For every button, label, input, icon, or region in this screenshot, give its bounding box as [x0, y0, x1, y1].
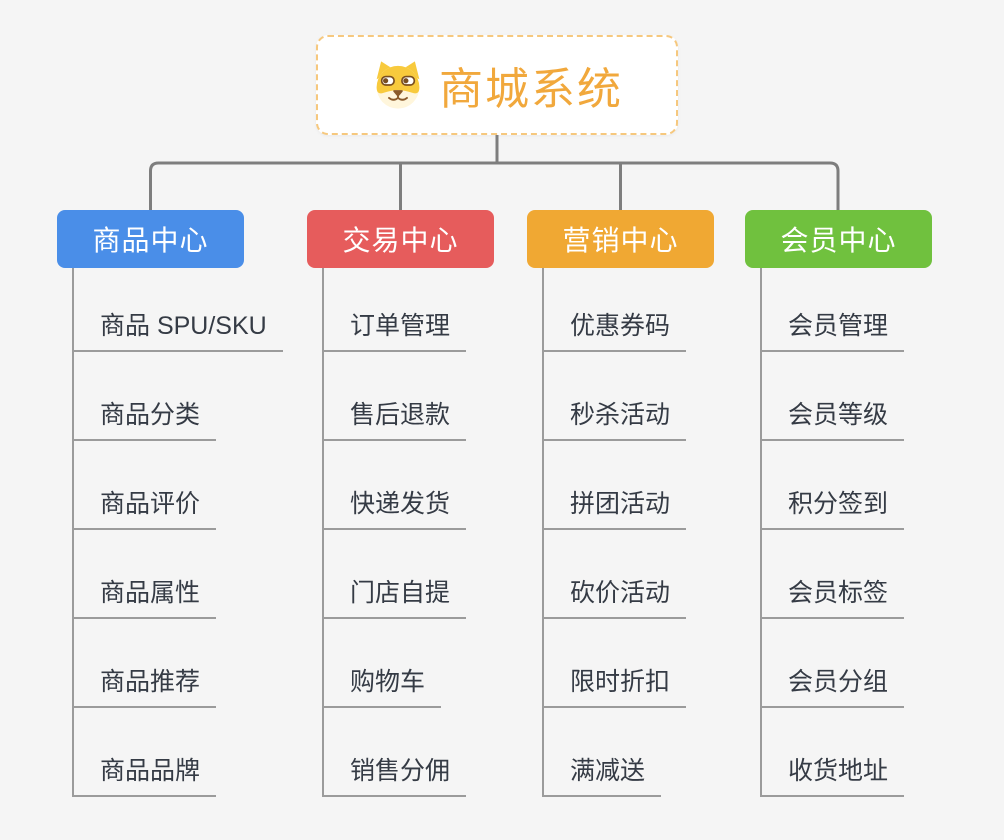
topic-item[interactable]: 订单管理 [324, 268, 467, 352]
topic-item-label: 限时折扣 [544, 662, 687, 708]
topic-item-label: 满减送 [544, 751, 662, 797]
topic-item-label: 商品评价 [74, 484, 217, 530]
branch-header-3[interactable]: 营销中心 [527, 210, 714, 268]
topic-item-label: 商品分类 [74, 395, 217, 441]
topic-item-label: 积分签到 [762, 484, 905, 530]
branch-header-4[interactable]: 会员中心 [745, 210, 932, 268]
root-topic-label: 商城系统 [439, 65, 623, 114]
topic-item[interactable]: 优惠券码 [544, 268, 687, 352]
topic-item[interactable]: 销售分佣 [324, 708, 467, 797]
branch-header-2[interactable]: 交易中心 [307, 210, 494, 268]
topic-item[interactable]: 积分签到 [762, 441, 905, 530]
topic-item[interactable]: 门店自提 [324, 530, 467, 619]
topic-item-label: 秒杀活动 [544, 395, 687, 441]
branch: 交易中心 订单管理售后退款快递发货门店自提购物车销售分佣 [307, 210, 494, 797]
topic-item[interactable]: 砍价活动 [544, 530, 687, 619]
topic-item-label: 会员管理 [762, 306, 905, 352]
branch-items: 会员管理会员等级积分签到会员标签会员分组收货地址 [760, 268, 905, 797]
topic-item[interactable]: 会员分组 [762, 619, 905, 708]
topic-item[interactable]: 购物车 [324, 619, 466, 708]
topic-item-label: 商品 SPU/SKU [74, 306, 283, 352]
branch-header-1[interactable]: 商品中心 [57, 210, 244, 268]
branch-items: 优惠券码秒杀活动拼团活动砍价活动限时折扣满减送 [542, 268, 687, 797]
topic-item[interactable]: 商品分类 [74, 352, 283, 441]
topic-item[interactable]: 拼团活动 [544, 441, 687, 530]
topic-item[interactable]: 限时折扣 [544, 619, 687, 708]
topic-item-label: 收货地址 [762, 751, 905, 797]
topic-item-label: 快递发货 [324, 484, 467, 530]
topic-item[interactable]: 收货地址 [762, 708, 905, 797]
topic-item-label: 商品属性 [74, 573, 217, 619]
topic-item-label: 订单管理 [324, 306, 467, 352]
topic-item[interactable]: 商品属性 [74, 530, 283, 619]
topic-item[interactable]: 快递发货 [324, 441, 467, 530]
topic-item-label: 拼团活动 [544, 484, 687, 530]
topic-item[interactable]: 会员管理 [762, 268, 905, 352]
root-topic[interactable]: 商城系统 [316, 35, 678, 135]
branch: 会员中心 会员管理会员等级积分签到会员标签会员分组收货地址 [745, 210, 932, 797]
topic-item-label: 优惠券码 [544, 306, 687, 352]
topic-item[interactable]: 商品 SPU/SKU [74, 268, 283, 352]
branch: 商品中心 商品 SPU/SKU 商品分类商品评价商品属性商品推荐商品品牌 [57, 210, 283, 797]
topic-item[interactable]: 会员标签 [762, 530, 905, 619]
topic-item-label: 会员标签 [762, 573, 905, 619]
topic-item[interactable]: 商品品牌 [74, 708, 283, 797]
branch: 营销中心 优惠券码秒杀活动拼团活动砍价活动限时折扣满减送 [527, 210, 714, 797]
topic-item[interactable]: 商品推荐 [74, 619, 283, 708]
topic-item[interactable]: 秒杀活动 [544, 352, 687, 441]
topic-item-label: 砍价活动 [544, 573, 687, 619]
topic-item-label: 购物车 [324, 662, 442, 708]
topic-item[interactable]: 商品评价 [74, 441, 283, 530]
topic-item-label: 会员等级 [762, 395, 905, 441]
branch-items: 订单管理售后退款快递发货门店自提购物车销售分佣 [322, 268, 467, 797]
topic-item-label: 门店自提 [324, 573, 467, 619]
topic-item[interactable]: 满减送 [544, 708, 686, 797]
dog-face-icon [376, 61, 420, 109]
topic-item[interactable]: 售后退款 [324, 352, 467, 441]
tree-connector-lines [149, 135, 840, 212]
topic-item-label: 会员分组 [762, 662, 905, 708]
topic-item-label: 商品品牌 [74, 751, 217, 797]
topic-item-label: 销售分佣 [324, 751, 467, 797]
topic-item-label: 商品推荐 [74, 662, 217, 708]
topic-item[interactable]: 会员等级 [762, 352, 905, 441]
topic-item-label: 售后退款 [324, 395, 467, 441]
branch-items: 商品 SPU/SKU 商品分类商品评价商品属性商品推荐商品品牌 [72, 268, 283, 797]
